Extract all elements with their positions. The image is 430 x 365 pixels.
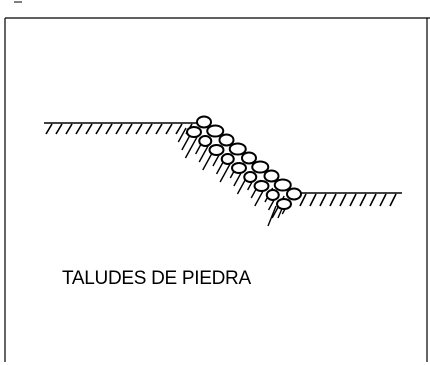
stone: [241, 151, 257, 165]
ground-hatch-stroke: [75, 123, 83, 135]
stone-riprap: [186, 115, 302, 210]
ground-hatch-stroke: [55, 123, 63, 135]
ground-hatch-stroke: [175, 123, 183, 135]
ground-hatch-stroke: [135, 123, 143, 135]
ground-hatch-stroke: [319, 193, 327, 207]
ground-hatch-stroke: [155, 123, 163, 135]
slope-hatch-stroke: [184, 135, 199, 159]
stone: [243, 171, 258, 183]
stone: [198, 135, 213, 147]
ground-hatch-stroke: [65, 123, 73, 135]
stone: [220, 153, 235, 165]
diagram-caption: TALUDES DE PIEDRA: [62, 268, 251, 289]
ground-hatch-stroke: [329, 193, 337, 207]
ground-hatch-stroke: [349, 193, 357, 207]
ground-hatch-stroke: [45, 123, 53, 135]
stone: [265, 189, 280, 201]
stone: [253, 180, 270, 192]
ground-hatch-stroke: [125, 123, 133, 135]
ground-hatch-stroke: [389, 193, 397, 207]
stone: [276, 198, 292, 210]
ground-hatch-stroke: [105, 123, 113, 135]
upper-ground: [44, 122, 198, 135]
ground-hatch-stroke: [379, 193, 387, 207]
stone: [228, 142, 247, 156]
lower-ground: [298, 192, 402, 207]
ground-hatch-stroke: [95, 123, 103, 135]
ground-hatch-stroke: [309, 193, 317, 207]
stone: [186, 126, 202, 138]
stone: [273, 178, 292, 192]
slope-hatch-stroke: [198, 143, 210, 163]
ground-hatch-stroke: [339, 193, 347, 207]
ground-hatch-stroke: [165, 123, 173, 135]
ground-hatch-stroke: [359, 193, 367, 207]
ground-hatch-stroke: [85, 123, 93, 135]
ground-hatch-stroke: [299, 193, 307, 207]
ground-hatch-stroke: [369, 193, 377, 207]
stone: [218, 133, 235, 147]
stone: [263, 169, 280, 183]
slope-hatch-stroke: [177, 127, 187, 143]
stone: [231, 162, 247, 174]
frame-border: [4, 1, 430, 362]
slope-hatch-stroke: [267, 205, 277, 227]
stone: [196, 115, 212, 129]
stone: [286, 187, 302, 201]
ground-hatch-stroke: [145, 123, 153, 135]
stone: [206, 124, 225, 138]
ground-hatch-stroke: [115, 123, 123, 135]
stone: [208, 144, 225, 156]
stone: [251, 160, 270, 174]
